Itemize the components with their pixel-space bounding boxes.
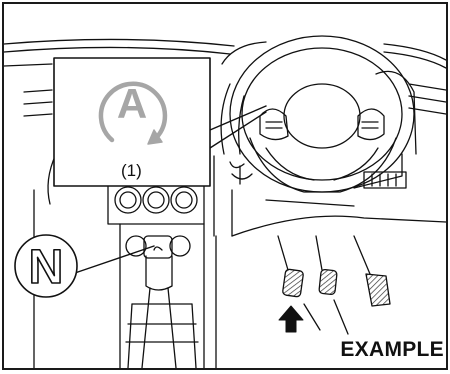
callout-number: (1) [121,161,142,181]
neutral-callout: N [15,235,154,297]
dashboard-illustration: A N [4,4,446,368]
diagram-frame: A N (1) EXAMPLE [2,2,448,370]
brake-pedal-arrow [279,306,303,332]
example-label: EXAMPLE [340,338,444,362]
gear-console [120,224,204,368]
steering-wheel [230,36,414,192]
auto-hold-letter: A [117,80,147,127]
neutral-gear-letter: N [29,241,64,294]
